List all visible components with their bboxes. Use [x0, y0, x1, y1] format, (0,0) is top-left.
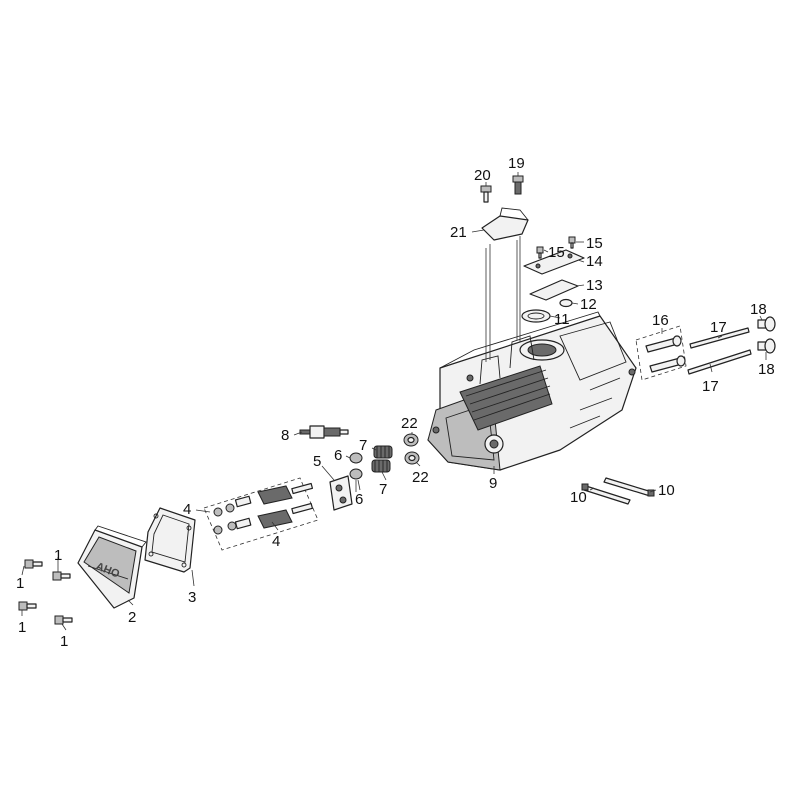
push-rod-part-10 [581, 477, 655, 505]
callout-7: 7 [359, 437, 367, 454]
callout-labels: 1 1 1 1 2 3 4 4 5 6 6 7 7 8 9 10 10 11 1… [16, 155, 775, 650]
callout-leaders [21, 172, 767, 631]
valve-keeper-part-22 [403, 433, 420, 465]
callout-13: 13 [586, 277, 603, 294]
breather-cover-part-14 [523, 249, 585, 275]
valve-spring-part-7 [371, 445, 393, 473]
callout-1: 1 [54, 547, 62, 564]
callout-1: 1 [16, 575, 24, 592]
callout-18: 18 [750, 301, 767, 318]
assembly-lines [355, 236, 521, 492]
valve-cover-part-2: AHO [77, 525, 147, 609]
callout-1: 1 [18, 619, 26, 636]
seal-ring-part-11 [521, 309, 551, 323]
callout-11: 11 [554, 311, 570, 328]
callout-5: 5 [313, 453, 321, 470]
valve-cap-part-6 [349, 452, 363, 480]
callout-17: 17 [710, 319, 727, 336]
callout-9: 9 [489, 475, 497, 492]
washer-part-12 [559, 298, 573, 308]
callout-16: 16 [652, 312, 669, 329]
guide-plate-part-5 [329, 475, 353, 511]
callout-17: 17 [702, 378, 719, 395]
callout-1: 1 [60, 633, 68, 650]
bolt-part-1 [18, 559, 73, 625]
rocker-arm-part-4 [203, 477, 319, 551]
callout-22: 22 [412, 469, 429, 486]
tappet-part-16 [635, 325, 687, 381]
callout-14: 14 [586, 253, 603, 270]
callout-4: 4 [272, 533, 280, 550]
screw-part-15 [536, 236, 576, 259]
bolt-part-20 [480, 185, 492, 203]
callout-19: 19 [508, 155, 525, 172]
bracket-part-21 [481, 207, 529, 241]
breather-gasket-part-13 [529, 279, 579, 301]
callout-10: 10 [658, 482, 675, 499]
callout-15: 15 [586, 235, 603, 252]
callout-3: 3 [188, 589, 196, 606]
callout-8: 8 [281, 427, 289, 444]
shaft-part-17 [687, 327, 752, 375]
callout-10: 10 [570, 489, 587, 506]
spark-plug-part-8 [299, 425, 349, 439]
callout-12: 12 [580, 296, 597, 313]
gasket-part-3 [144, 507, 196, 573]
callout-15: 15 [548, 244, 565, 261]
callout-22: 22 [401, 415, 418, 432]
callout-18: 18 [758, 361, 775, 378]
callout-6: 6 [355, 491, 363, 508]
callout-21: 21 [450, 224, 467, 241]
callout-6: 6 [334, 447, 342, 464]
callout-20: 20 [474, 167, 491, 184]
bolt-part-19 [512, 175, 524, 195]
cylinder-block-part-9 [427, 311, 637, 471]
cap-part-18 [757, 316, 776, 354]
callout-7: 7 [379, 481, 387, 498]
callout-2: 2 [128, 609, 136, 626]
callout-4: 4 [183, 501, 191, 518]
